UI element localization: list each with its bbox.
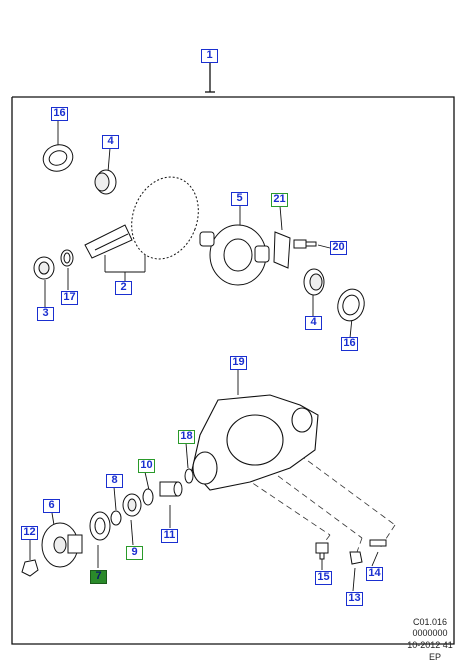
- seal-ring-16-top: [42, 144, 74, 172]
- callout-11[interactable]: 11: [161, 529, 178, 543]
- pinion-bearing-3: [33, 256, 55, 280]
- callout-6[interactable]: 6: [43, 499, 60, 513]
- callout-10[interactable]: 10: [138, 459, 155, 473]
- bolt-15: [315, 542, 329, 560]
- nut-13: [349, 551, 363, 565]
- callout-17[interactable]: 17: [61, 291, 78, 305]
- illustration-code: C01.016: [412, 617, 448, 627]
- callout-21[interactable]: 21: [271, 193, 288, 207]
- bearing-cup-4-right: [303, 268, 325, 296]
- companion-flange-6: [41, 522, 83, 568]
- callout-19[interactable]: 19: [230, 356, 247, 370]
- callout-3[interactable]: 3: [37, 307, 54, 321]
- stud-14: [369, 539, 387, 547]
- callout-2[interactable]: 2: [115, 281, 132, 295]
- illustration-market: EP: [428, 652, 441, 662]
- assembly-frame: [11, 63, 455, 645]
- callout-20[interactable]: 20: [330, 241, 347, 255]
- leader-lines: [29, 118, 379, 592]
- callout-16-right[interactable]: 16: [341, 337, 358, 351]
- differential-case-5: [199, 224, 270, 286]
- callout-9[interactable]: 9: [126, 546, 143, 560]
- callout-1[interactable]: 1: [201, 49, 218, 63]
- callout-12[interactable]: 12: [21, 526, 38, 540]
- axle-housing-19: [191, 394, 319, 491]
- ring-gear-and-pinion-2: [84, 176, 199, 260]
- callout-4-top[interactable]: 4: [102, 135, 119, 149]
- spacer-10: [142, 488, 154, 506]
- pinion-nut-12: [21, 559, 39, 577]
- o-ring-18: [184, 468, 194, 484]
- callout-16-top[interactable]: 16: [51, 107, 68, 121]
- callout-15[interactable]: 15: [315, 571, 332, 585]
- lock-plate-21: [273, 231, 291, 269]
- callout-4-right[interactable]: 4: [305, 316, 322, 330]
- seal-ring-16-right: [337, 288, 365, 322]
- oil-seal-7: [89, 511, 111, 541]
- illustration-date: 10-2012 41: [407, 640, 453, 650]
- callout-13[interactable]: 13: [346, 592, 363, 606]
- callout-8[interactable]: 8: [106, 474, 123, 488]
- bearing-9: [122, 493, 142, 517]
- callout-14[interactable]: 14: [366, 567, 383, 581]
- collapsible-spacer-11: [159, 481, 183, 497]
- washer-8: [110, 510, 122, 526]
- illustration-number: 0000000: [412, 628, 448, 638]
- callout-5[interactable]: 5: [231, 192, 248, 206]
- bolt-20: [293, 239, 317, 249]
- callout-7[interactable]: 7: [90, 570, 107, 584]
- bearing-cup-4-top: [94, 169, 117, 195]
- callout-18[interactable]: 18: [178, 430, 195, 444]
- washer-17: [60, 249, 74, 267]
